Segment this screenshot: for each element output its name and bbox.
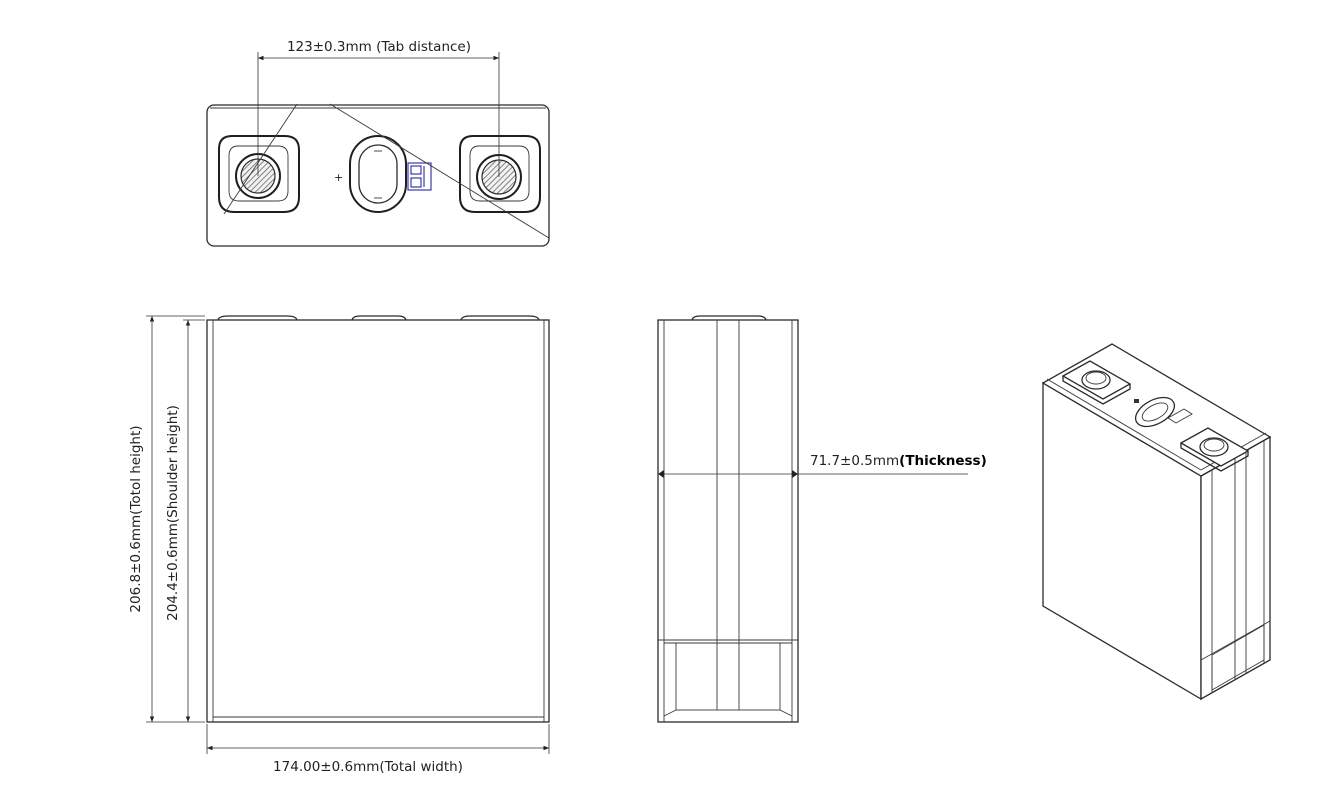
leader-right xyxy=(329,103,550,239)
top-view-outline xyxy=(206,104,550,247)
leader-left xyxy=(223,103,298,215)
side-view-outline xyxy=(657,319,799,723)
shoulder-height-label: 204.4±0.6mm(Shoulder height) xyxy=(165,405,181,621)
total-height-label: 206.8±0.6mm(Totol height) xyxy=(128,425,144,612)
top-view: + xyxy=(206,52,550,247)
tab-distance-label: 123±0.3mm (Tab distance) xyxy=(287,39,471,55)
total-width-label: 174.00±0.6mm(Total width) xyxy=(273,759,463,775)
side-view xyxy=(657,315,968,723)
front-view xyxy=(146,315,550,754)
marking-block xyxy=(407,162,432,191)
positive-symbol: + xyxy=(334,171,343,184)
iso-vent xyxy=(1134,396,1193,428)
iso-right-face xyxy=(1200,435,1271,701)
iso-terminal-1 xyxy=(1061,360,1132,405)
iso-terminal-2 xyxy=(1179,427,1250,472)
right-terminal xyxy=(459,135,541,213)
safety-vent xyxy=(349,135,407,213)
thickness-label: 71.7±0.5mm(Thickness) xyxy=(810,453,987,469)
isometric-view xyxy=(1041,343,1272,701)
left-terminal xyxy=(218,135,300,213)
front-view-outline xyxy=(206,319,550,723)
